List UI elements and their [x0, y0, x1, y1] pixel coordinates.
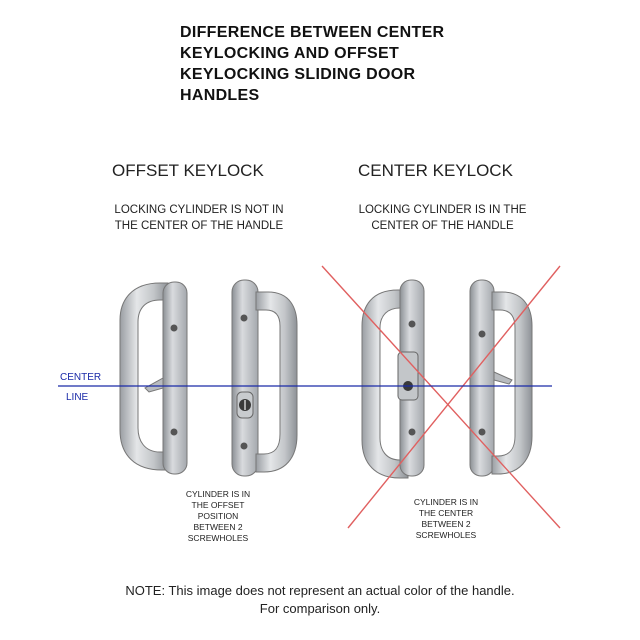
thumb-latch-icon: [144, 377, 164, 393]
center-caption-line-3: BETWEEN 2: [421, 519, 471, 529]
offset-caption-line-5: SCREWHOLES: [187, 533, 249, 543]
screw-hole-icon: [478, 330, 486, 338]
offset-caption: CYLINDER IS IN THE OFFSET POSITION BETWE…: [168, 489, 268, 544]
center-caption-line-2: THE CENTER: [418, 508, 474, 518]
center-cylinder-housing: [397, 351, 419, 401]
cross-out-mark: [321, 265, 561, 529]
offset-keylock-heading: OFFSET KEYLOCK: [112, 161, 264, 180]
center-caption: CYLINDER IS IN THE CENTER BETWEEN 2 SCRE…: [396, 497, 496, 541]
title-line-3: KEYLOCKING SLIDING DOOR: [180, 66, 416, 83]
screw-hole-icon: [240, 442, 248, 450]
offset-caption-line-4: BETWEEN 2: [193, 522, 243, 532]
offset-right-backplate: [231, 279, 259, 477]
offset-description-line-1: LOCKING CYLINDER IS NOT IN: [114, 204, 284, 216]
offset-caption-line-2: THE OFFSET: [191, 500, 245, 510]
offset-caption-line-3: POSITION: [197, 511, 239, 521]
center-line-label-2: LINE: [66, 392, 89, 403]
center-description: LOCKING CYLINDER IS IN THE CENTER OF THE…: [350, 202, 535, 234]
center-keylock-heading: CENTER KEYLOCK: [358, 161, 513, 180]
center-right-backplate: [469, 279, 495, 477]
center-caption-line-1: CYLINDER IS IN: [413, 497, 479, 507]
screw-hole-icon: [408, 428, 416, 436]
center-description-line-2: CENTER OF THE HANDLE: [371, 220, 514, 232]
offset-caption-line-1: CYLINDER IS IN: [185, 489, 251, 499]
screw-hole-icon: [170, 324, 178, 332]
offset-handle-right: [231, 279, 298, 477]
offset-description-line-2: THE CENTER OF THE HANDLE: [114, 220, 284, 232]
screw-hole-icon: [408, 320, 416, 328]
title-line-4: HANDLES: [180, 87, 260, 104]
screw-hole-icon: [170, 428, 178, 436]
thumb-latch-icon: [493, 371, 513, 385]
center-handle-right: [469, 279, 533, 477]
center-caption-line-4: SCREWHOLES: [415, 530, 477, 540]
center-description-line-1: LOCKING CYLINDER IS IN THE: [358, 204, 527, 216]
offset-description: LOCKING CYLINDER IS NOT IN THE CENTER OF…: [104, 202, 294, 234]
title-line-2: KEYLOCKING AND OFFSET: [180, 45, 400, 62]
center-line-label-1: CENTER: [60, 372, 102, 383]
offset-handle-left: [119, 281, 188, 475]
note-line-1: NOTE: This image does not represent an a…: [125, 583, 515, 598]
disclaimer-note: NOTE: This image does not represent an a…: [0, 582, 640, 618]
page-title: DIFFERENCE BETWEEN CENTER KEYLOCKING AND…: [180, 22, 480, 106]
note-line-2: For comparison only.: [259, 601, 381, 616]
center-handle-left: [361, 279, 425, 479]
title-line-1: DIFFERENCE BETWEEN CENTER: [180, 24, 445, 41]
screw-hole-icon: [240, 314, 248, 322]
offset-left-backplate: [162, 281, 188, 475]
screw-hole-icon: [478, 428, 486, 436]
